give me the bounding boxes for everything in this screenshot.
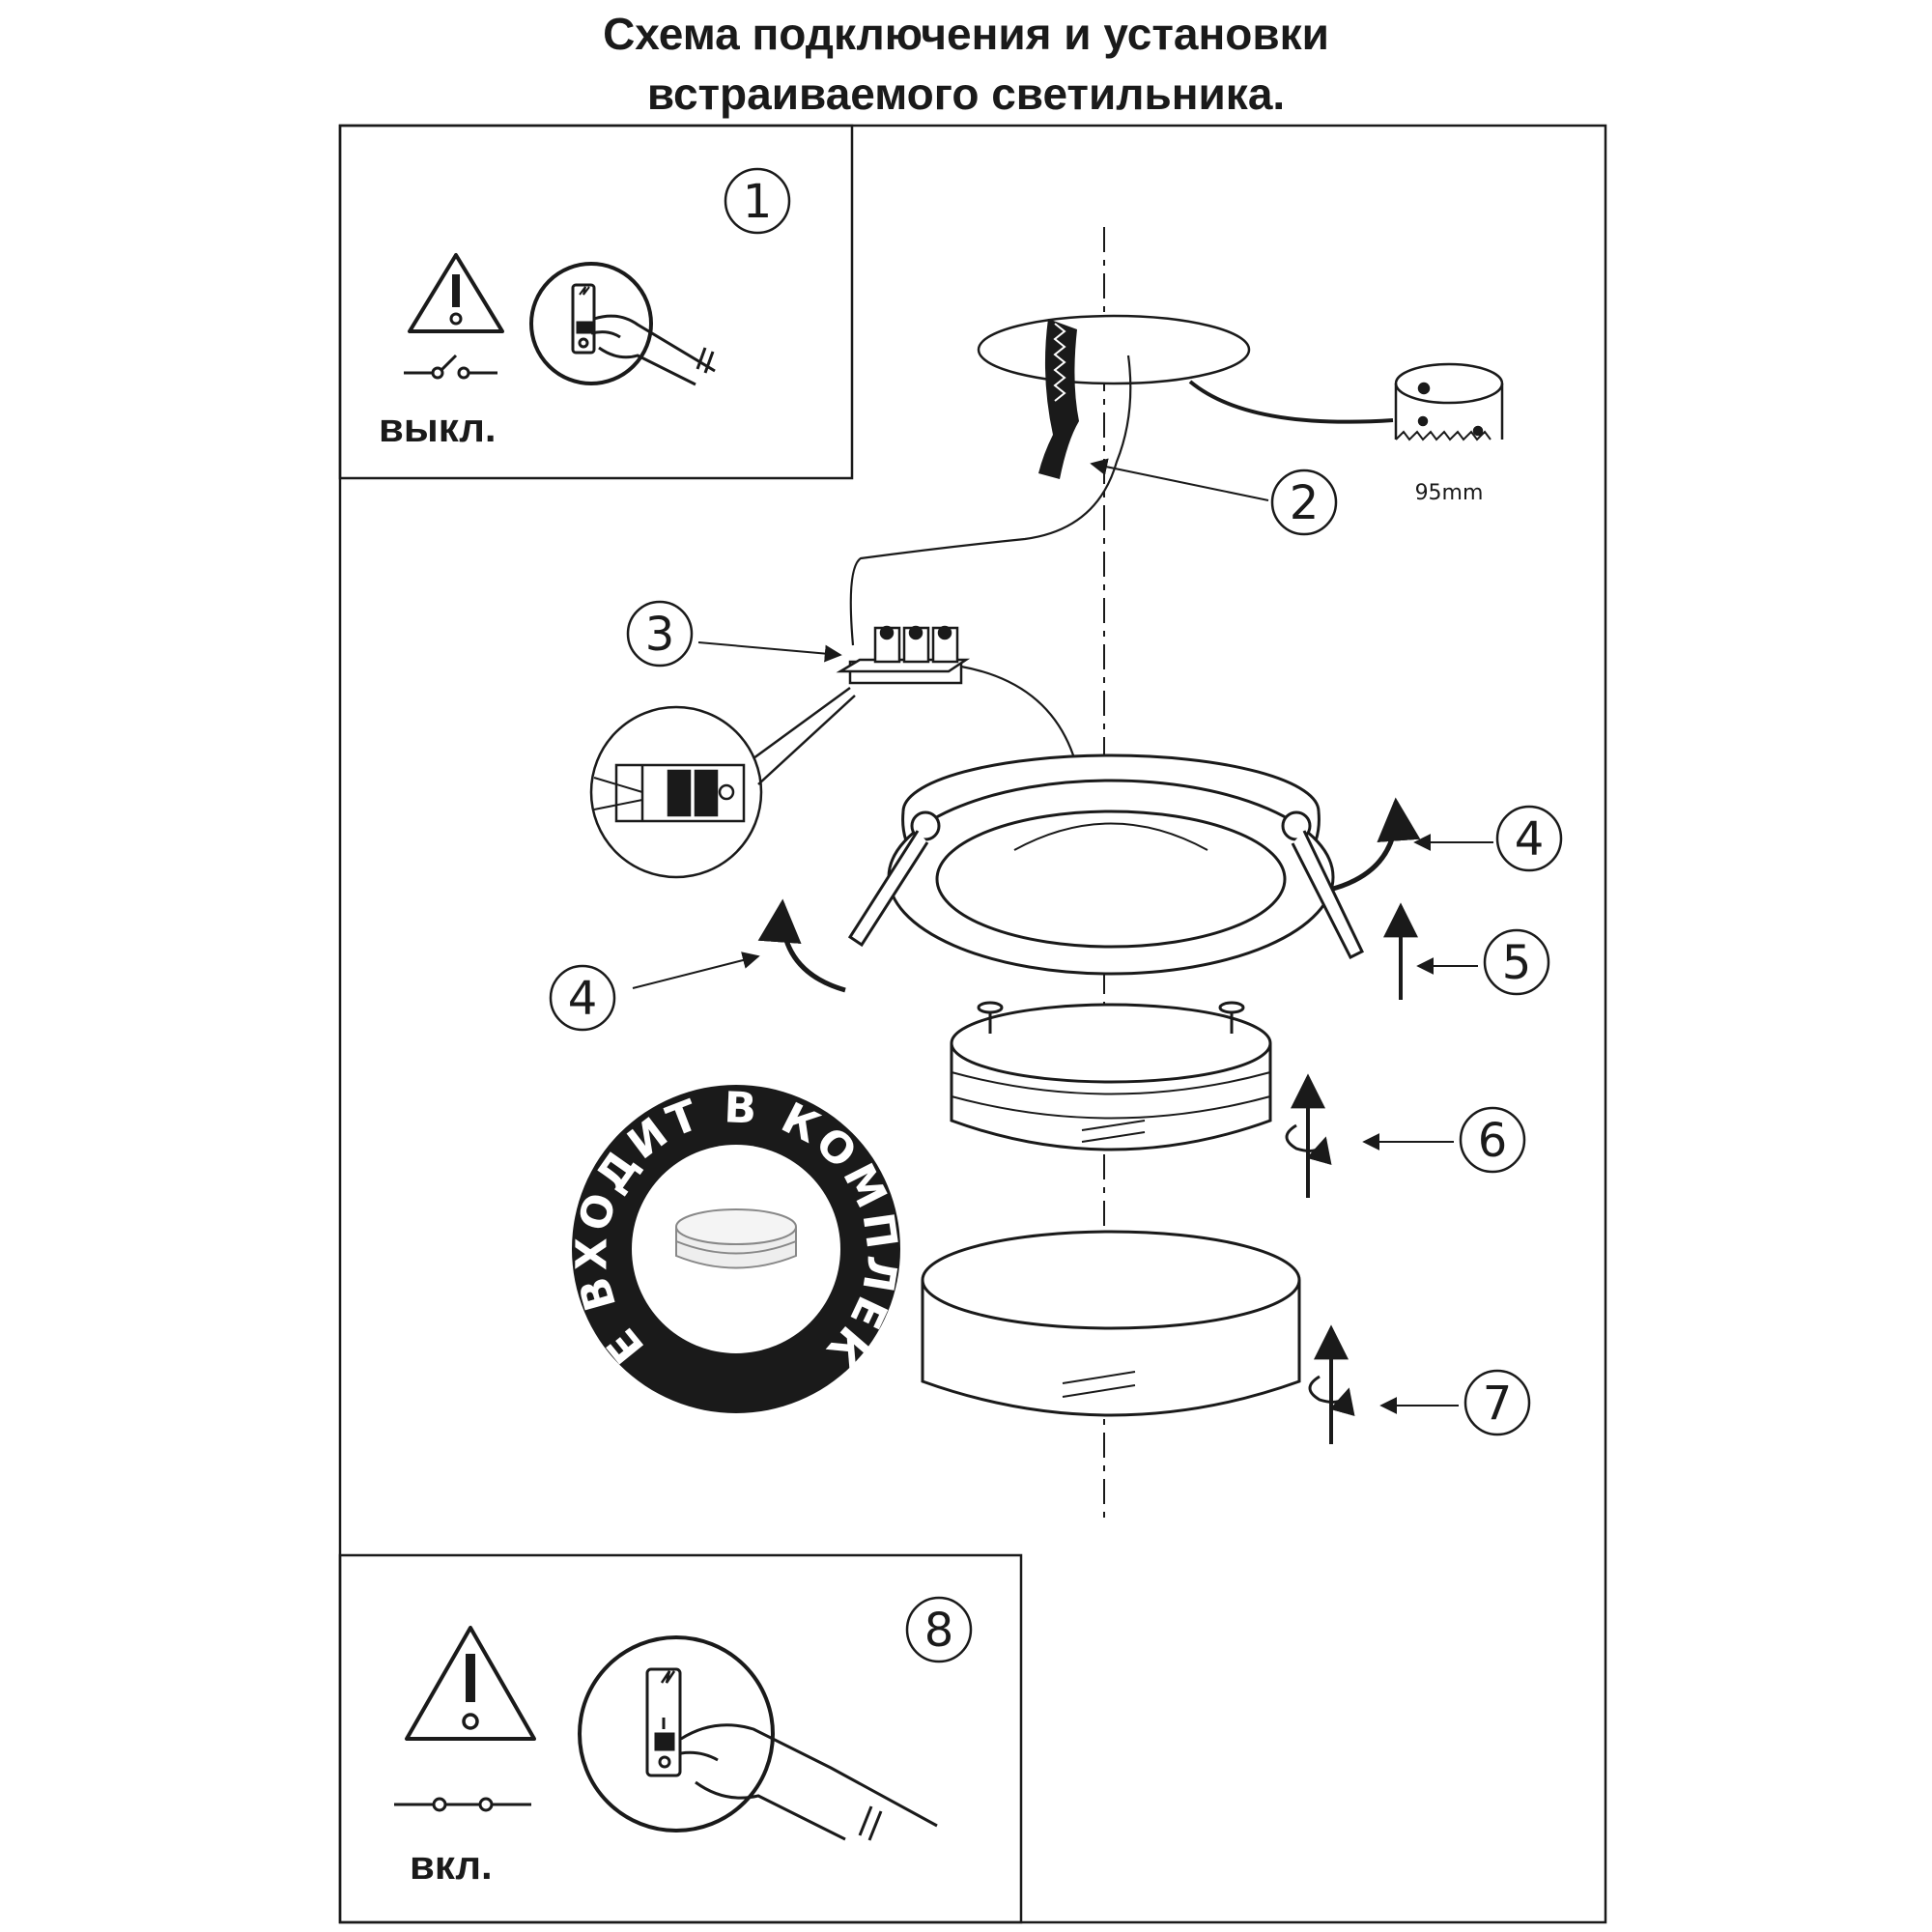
fixture-housing	[847, 753, 1364, 976]
spring-arrow-right	[1332, 797, 1421, 892]
switch-closed-icon	[394, 1797, 531, 1812]
step-5-marker: 5	[1416, 928, 1550, 996]
step-4a-number: 4	[1515, 812, 1545, 867]
step-2-marker: 2	[1090, 458, 1338, 536]
step-6-number: 6	[1478, 1114, 1508, 1168]
hand-switch-off-icon	[529, 262, 716, 386]
diagram-title: Схема подключения и установки встраиваем…	[0, 4, 1932, 124]
terminal-block	[836, 625, 971, 685]
gx53-lamp-mini-icon	[675, 1208, 797, 1269]
step-8-marker: 8	[905, 1596, 973, 1663]
title-line-1: Схема подключения и установки	[603, 9, 1329, 59]
switch-open-icon	[404, 354, 497, 380]
mains-wire	[849, 355, 1132, 646]
hole-diameter-label: 95mm	[1415, 481, 1484, 505]
step-5-number: 5	[1502, 936, 1532, 990]
step-1-number: 1	[743, 175, 773, 229]
title-line-2: встраиваемого светильника.	[646, 69, 1286, 119]
step-7-number: 7	[1483, 1377, 1513, 1431]
step-7-marker: 7	[1379, 1369, 1531, 1436]
step-3-marker: 3	[626, 600, 842, 668]
warning-icon	[408, 253, 504, 333]
step-1-marker: 1	[724, 167, 791, 235]
twist-arrow-7	[1308, 1324, 1355, 1444]
hand-switch-on-icon	[578, 1635, 938, 1841]
hole-saw-icon	[1188, 362, 1504, 441]
panel-power-off: выкл. 1	[338, 124, 854, 480]
step-4b-marker: 4	[549, 952, 760, 1032]
step-2-number: 2	[1290, 476, 1320, 530]
step-6-marker: 6	[1362, 1106, 1526, 1174]
step-8-number: 8	[924, 1604, 954, 1658]
terminal-zoom-circle	[589, 686, 856, 879]
switch-off-label: выкл.	[379, 405, 497, 450]
diffuser-cover	[921, 1230, 1301, 1417]
spring-arrow-left	[757, 898, 846, 993]
ceiling-hole	[977, 314, 1251, 479]
panel-power-on: вкл. 8	[338, 1553, 1023, 1924]
step-3-number: 3	[645, 608, 675, 662]
switch-on-label: вкл.	[410, 1842, 493, 1888]
gx53-lamp	[950, 1001, 1272, 1151]
twist-arrow-6	[1285, 1073, 1332, 1198]
step-4a-marker: 4	[1413, 805, 1563, 872]
step-4b-number: 4	[568, 972, 598, 1026]
warning-icon	[405, 1626, 536, 1741]
